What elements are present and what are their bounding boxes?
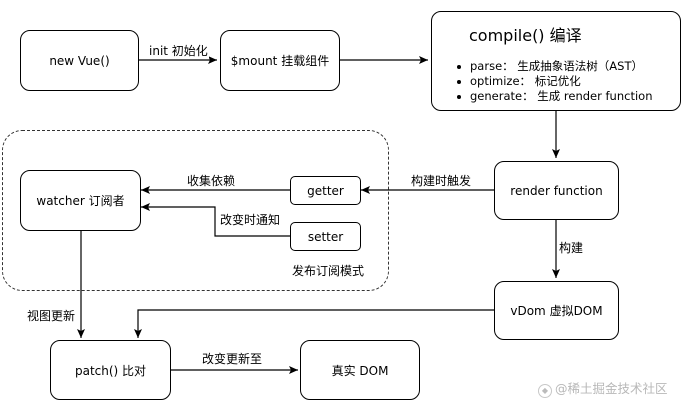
edge-label-build: 构建	[558, 241, 585, 255]
edge-label-notify-change: 改变时通知	[219, 213, 282, 227]
node-render-function: render function	[494, 161, 619, 220]
compile-step-parse: parse： 生成抽象语法树（AST）	[454, 59, 652, 74]
node-mount-label: $mount 挂载组件	[230, 54, 330, 68]
watermark-text: @稀土掘金技术社区	[555, 381, 668, 396]
edge-label-trigger-on-build: 构建时触发	[410, 174, 473, 188]
node-patch-label: patch() 比对	[74, 363, 147, 378]
node-setter-label: setter	[307, 229, 344, 244]
watermark: ◆@稀土掘金技术社区	[538, 378, 668, 398]
node-real-dom: 真实 DOM	[300, 340, 420, 400]
edge-label-init: init 初始化	[148, 44, 209, 58]
edge-label-collect-deps: 收集依赖	[186, 174, 237, 188]
node-mount: $mount 挂载组件	[220, 30, 340, 91]
edge-setter-to-watcher	[141, 203, 290, 237]
node-getter-label: getter	[307, 183, 344, 198]
node-compile-title: compile() 编译	[469, 26, 582, 45]
node-new-vue: new Vue()	[20, 30, 139, 91]
node-patch: patch() 比对	[50, 340, 171, 400]
compile-steps-list: parse： 生成抽象语法树（AST） optimize： 标记优化 gener…	[454, 59, 652, 104]
node-watcher-label: watcher 订阅者	[36, 194, 125, 208]
node-new-vue-label: new Vue()	[49, 53, 110, 68]
edge-vdom-to-patch	[134, 309, 494, 338]
node-setter: setter	[290, 222, 361, 251]
node-vdom: vDom 虚拟DOM	[494, 281, 619, 340]
pubsub-group	[2, 130, 389, 291]
node-real-dom-label: 真实 DOM	[331, 363, 389, 378]
node-watcher: watcher 订阅者	[20, 170, 141, 231]
brand-icon: ◆	[538, 384, 552, 398]
node-getter: getter	[290, 176, 361, 205]
group-label-pubsub: 发布订阅模式	[292, 264, 365, 278]
node-vdom-label: vDom 虚拟DOM	[510, 304, 603, 318]
edge-label-apply-change: 改变更新至	[201, 352, 264, 366]
compile-step-optimize: optimize： 标记优化	[454, 74, 652, 89]
edge-label-view-update: 视图更新	[27, 309, 76, 323]
compile-step-generate: generate： 生成 render function	[454, 89, 652, 104]
node-compile: compile() 编译 parse： 生成抽象语法树（AST） optimiz…	[431, 11, 681, 111]
node-render-function-label: render function	[510, 183, 603, 198]
